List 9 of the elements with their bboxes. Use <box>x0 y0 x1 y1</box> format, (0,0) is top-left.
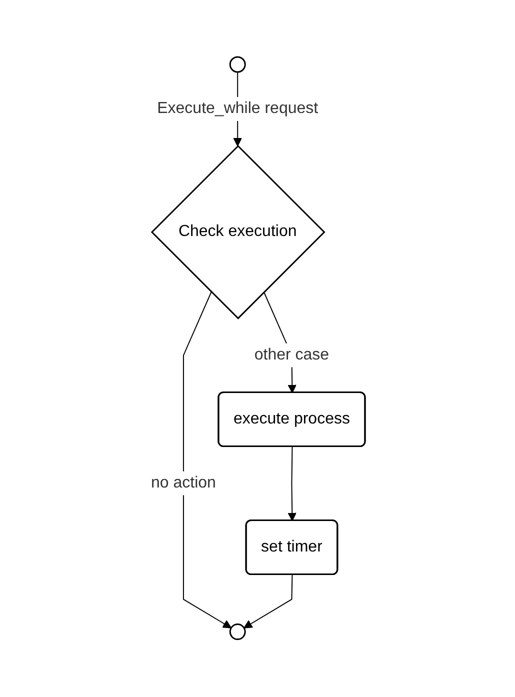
node-diamond: Check execution <box>150 145 325 320</box>
edge-label: no action <box>150 474 216 492</box>
arrow <box>182 292 232 629</box>
edge-label: Execute_while request <box>156 100 318 118</box>
node-circle <box>228 56 246 74</box>
arrow <box>243 574 292 629</box>
arrow <box>287 446 296 522</box>
edge-label: other case <box>254 346 329 364</box>
node-circle <box>228 624 246 640</box>
